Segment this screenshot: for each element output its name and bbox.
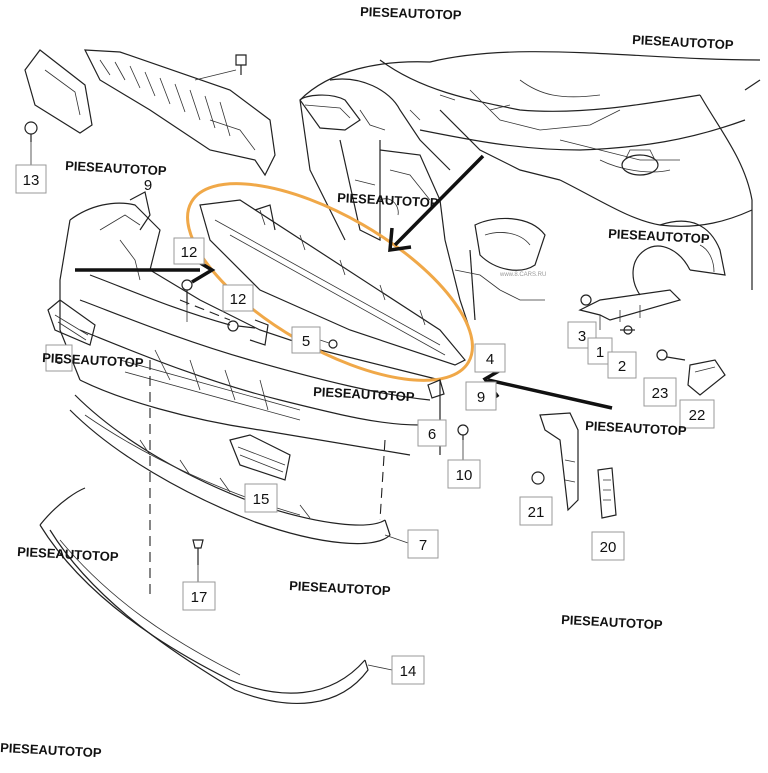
svg-text:13: 13	[23, 172, 40, 189]
svg-text:12: 12	[181, 244, 198, 261]
screw-12b	[227, 320, 256, 332]
svg-text:21: 21	[528, 504, 545, 521]
svg-text:10: 10	[456, 467, 473, 484]
svg-text:1: 1	[596, 344, 604, 361]
part-number-2: 2	[607, 351, 637, 379]
bracket-20	[597, 467, 617, 519]
part-number-14: 14	[391, 655, 425, 685]
screw-clip-13	[24, 121, 38, 165]
part-number-15: 15	[244, 483, 278, 513]
part-number-9-left: 9	[144, 177, 152, 194]
svg-text:12: 12	[230, 291, 247, 308]
part-number-22: 22	[679, 399, 715, 429]
clip-5	[319, 339, 338, 349]
screw-17	[192, 539, 204, 582]
clip-10	[457, 424, 469, 460]
lower-spoiler-7	[69, 394, 409, 545]
part-number-17: 17	[182, 581, 216, 611]
watermark: PIESEAUTOTOP	[17, 544, 119, 564]
watermark: PIESEAUTOTOP	[313, 384, 415, 404]
bracket-22-23	[656, 349, 726, 396]
watermark: PIESEAUTOTOP	[289, 578, 391, 598]
svg-text:15: 15	[253, 491, 270, 508]
svg-text:20: 20	[600, 539, 617, 556]
highlight-ellipse	[186, 182, 474, 382]
part-number-21: 21	[519, 496, 553, 526]
dashed-guide-screw	[179, 299, 231, 321]
tow-hook-cover-21	[531, 412, 579, 512]
license-plate-bracket	[24, 49, 93, 134]
svg-text:23: 23	[652, 385, 669, 402]
watermark: PIESEAUTOTOP	[561, 612, 663, 632]
part-number-6-right: 6	[417, 419, 447, 447]
watermark: PIESEAUTOTOP	[337, 190, 439, 210]
svg-text:6: 6	[428, 426, 436, 443]
watermark: PIESEAUTOTOP	[42, 350, 144, 370]
watermark: PIESEAUTOTOP	[65, 158, 167, 178]
watermark: PIESEAUTOTOP	[608, 226, 710, 246]
part-number-7: 7	[407, 529, 439, 559]
watermark: PIESEAUTOTOP	[360, 4, 462, 23]
front-bumper-cover	[47, 191, 441, 481]
svg-text:5: 5	[302, 333, 310, 350]
part-number-10: 10	[447, 459, 481, 489]
arrow-top	[388, 154, 485, 253]
svg-text:9: 9	[477, 389, 485, 406]
dashed-guide-right	[379, 439, 386, 521]
svg-text:22: 22	[689, 407, 706, 424]
part-number-5: 5	[291, 326, 321, 354]
part-number-6-left: 6	[45, 344, 73, 372]
part-number-9-right: 9	[465, 381, 497, 411]
bumper-carrier-4	[199, 199, 466, 366]
part-number-12-mid: 12	[222, 284, 254, 312]
svg-text:17: 17	[191, 589, 208, 606]
car-body-front-structure	[299, 51, 761, 331]
watermark: PIESEAUTOTOP	[632, 32, 734, 52]
part-number-4: 4	[474, 343, 506, 373]
svg-text:4: 4	[486, 351, 494, 368]
screw-top-crossbar	[194, 54, 247, 81]
svg-text:7: 7	[419, 537, 427, 554]
screw-12	[181, 279, 193, 322]
svg-text:9: 9	[144, 177, 152, 194]
part-number-23: 23	[643, 377, 677, 407]
mount-bracket-1-2-3	[578, 289, 682, 335]
watermark: PIESEAUTOTOP	[0, 740, 102, 760]
svg-text:6: 6	[55, 351, 63, 368]
source-label: www.8.CARS.RU	[499, 272, 546, 278]
lower-lip-14	[39, 487, 393, 704]
watermarks: PIESEAUTOTOP PIESEAUTOTOP PIESEAUTOTOP P…	[0, 4, 734, 760]
svg-text:14: 14	[400, 663, 417, 680]
bumper-reinforcement-crossbar	[84, 49, 276, 177]
part-number-20: 20	[591, 531, 625, 561]
part-number-12-top: 12	[173, 237, 205, 265]
clip-9	[427, 379, 445, 399]
svg-text:2: 2	[618, 358, 626, 375]
part-number-13: 13	[15, 164, 47, 194]
watermark: PIESEAUTOTOP	[585, 418, 687, 438]
svg-text:3: 3	[578, 328, 586, 345]
arrow-right	[482, 366, 613, 410]
